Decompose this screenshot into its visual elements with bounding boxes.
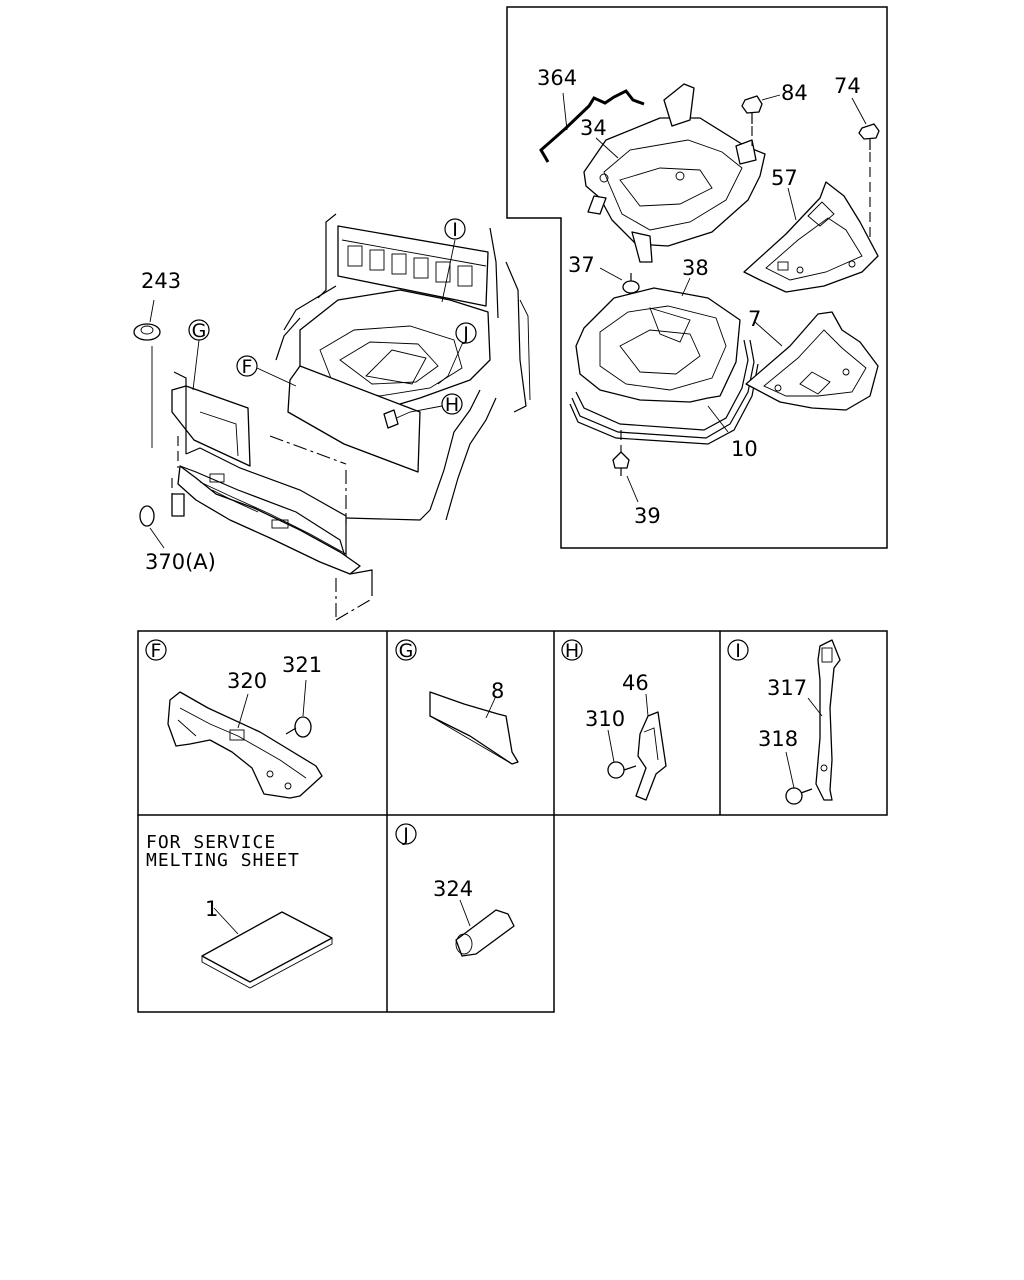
note-line-2: MELTING SHEET bbox=[146, 850, 300, 871]
svg-text:H: H bbox=[445, 394, 459, 416]
callout-39: 39 bbox=[634, 504, 661, 528]
svg-text:H: H bbox=[565, 640, 579, 662]
inset-label-h: H bbox=[561, 639, 583, 662]
callout-84: 84 bbox=[781, 81, 808, 105]
inset-f-part-320 bbox=[167, 691, 323, 799]
callout-1: 1 bbox=[205, 897, 218, 921]
inset-i-part-317-strap bbox=[807, 639, 841, 801]
callout-37: 37 bbox=[568, 253, 595, 277]
part-364-rod bbox=[539, 89, 645, 163]
ref-circle-f-main: F bbox=[236, 355, 258, 378]
callout-8: 8 bbox=[491, 679, 504, 703]
part-34-tray bbox=[583, 83, 766, 263]
svg-text:F: F bbox=[242, 356, 253, 378]
callout-10: 10 bbox=[731, 437, 758, 461]
inset-label-i: I bbox=[727, 639, 749, 662]
exploded-view-frame bbox=[506, 6, 888, 549]
svg-text:I: I bbox=[735, 640, 741, 662]
callout-321: 321 bbox=[282, 653, 322, 677]
callout-46: 46 bbox=[622, 671, 649, 695]
svg-text:J: J bbox=[462, 323, 469, 345]
ref-circle-g-main: G bbox=[188, 319, 210, 342]
callout-318: 318 bbox=[758, 727, 798, 751]
callout-38: 38 bbox=[682, 256, 709, 280]
svg-text:F: F bbox=[151, 640, 162, 662]
callout-320: 320 bbox=[227, 669, 267, 693]
ref-circle-h-main: H bbox=[441, 393, 463, 416]
inset-f-part-321-screw bbox=[285, 679, 312, 738]
callout-7: 7 bbox=[748, 307, 761, 331]
part-39-clip bbox=[612, 430, 639, 503]
part-57-cover bbox=[743, 181, 879, 293]
inset-h-part-310-screw bbox=[607, 729, 637, 779]
part-370-plug bbox=[139, 493, 185, 549]
note-line-1: FOR SERVICE bbox=[146, 832, 276, 853]
inset-label-f: F bbox=[145, 639, 167, 662]
part-84-bolt bbox=[741, 94, 781, 146]
svg-text:J: J bbox=[402, 824, 409, 846]
callout-74: 74 bbox=[834, 74, 861, 98]
ref-circle-j-main: J bbox=[455, 322, 477, 345]
inset-h-part-46-clip bbox=[635, 693, 667, 801]
callout-364: 364 bbox=[537, 66, 577, 90]
inset-label-j: J bbox=[395, 823, 417, 846]
reference-leaders bbox=[192, 239, 464, 429]
part-243-grommet bbox=[133, 299, 161, 341]
callout-370a: 370(A) bbox=[145, 550, 216, 574]
svg-text:G: G bbox=[399, 640, 414, 662]
callout-317: 317 bbox=[767, 676, 807, 700]
back-wall-slots bbox=[347, 245, 473, 287]
part-38-liner bbox=[575, 277, 741, 403]
inset-g-part-8 bbox=[429, 691, 519, 765]
svg-text:G: G bbox=[192, 320, 207, 342]
part-37-clip bbox=[599, 267, 640, 294]
inset-i-part-318-screw bbox=[785, 751, 813, 805]
callout-324: 324 bbox=[433, 877, 473, 901]
inset-part-1-melting-sheet bbox=[201, 907, 333, 989]
part-10-tray bbox=[569, 339, 759, 445]
callout-243: 243 bbox=[141, 269, 181, 293]
callout-34: 34 bbox=[580, 116, 607, 140]
inset-label-g: G bbox=[395, 639, 417, 662]
svg-text:I: I bbox=[452, 219, 458, 241]
ref-circle-i-main: I bbox=[444, 218, 466, 241]
part-7-cover bbox=[745, 311, 879, 411]
callout-57: 57 bbox=[771, 166, 798, 190]
inset-j-part-324-clip bbox=[455, 899, 515, 957]
callout-310: 310 bbox=[585, 707, 625, 731]
inset-grid bbox=[137, 630, 888, 1013]
